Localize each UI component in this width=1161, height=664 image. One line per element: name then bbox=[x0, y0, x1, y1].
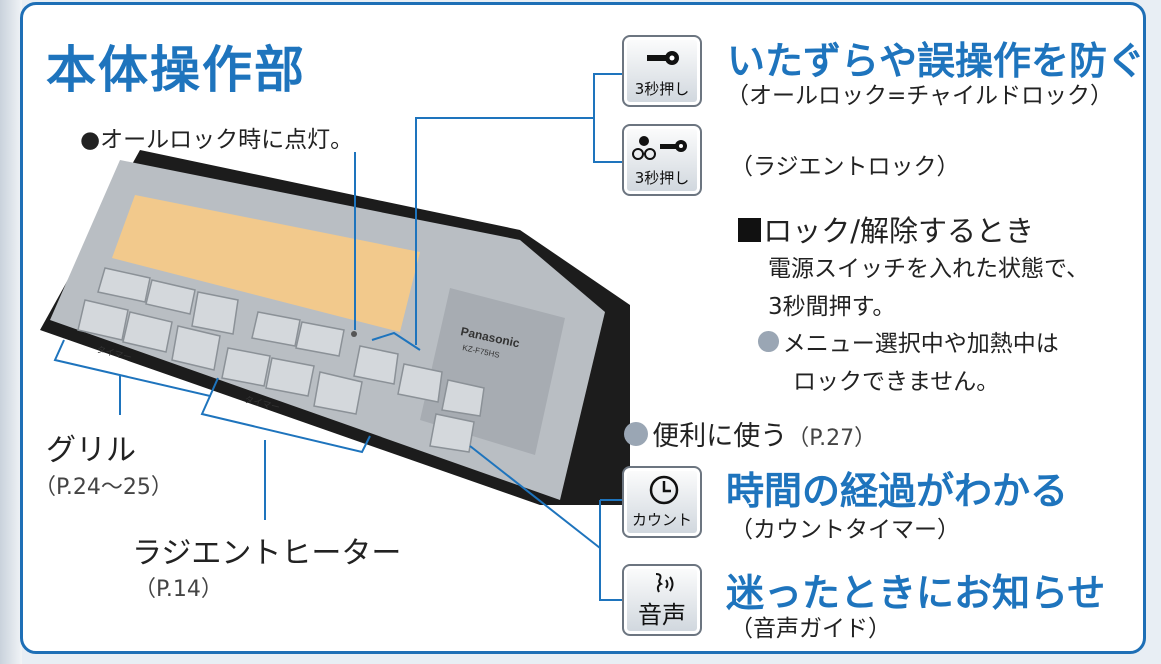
voice-bracket-line bbox=[599, 500, 622, 601]
all-lock-key bbox=[397, 363, 443, 403]
menu-key bbox=[191, 291, 239, 335]
lock-indicator-led bbox=[351, 331, 357, 337]
lock-section-heading-text: ロック/解除するとき bbox=[763, 214, 1034, 248]
count-button-label: カウント bbox=[631, 511, 692, 529]
convenient-ref: （P.27） bbox=[787, 426, 877, 451]
circle-bullet-icon bbox=[758, 331, 779, 353]
radiant-lock-button: 3秒押し bbox=[622, 124, 702, 196]
radiant-left-arrow-key bbox=[251, 311, 301, 347]
grill-bracket bbox=[53, 339, 219, 398]
voice-subtitle: （音声ガイド） bbox=[730, 616, 891, 642]
radiant-key-icon bbox=[632, 136, 687, 160]
page-title: 本体操作部 bbox=[46, 41, 306, 99]
circle-bullet-icon bbox=[624, 422, 649, 447]
lock-body-line-2: 3秒間押す。 bbox=[768, 294, 896, 320]
all-lock-button-label: 3秒押し bbox=[634, 80, 690, 98]
lock-body-line-1: 電源スイッチを入れた状態で、 bbox=[768, 256, 1090, 282]
grill-page-ref: （P.24〜25） bbox=[34, 475, 173, 500]
left-page-edge bbox=[0, 0, 22, 664]
convenient-heading: 便利に使う（P.27） bbox=[624, 414, 876, 453]
count-button: カウント bbox=[622, 466, 702, 538]
right-key-area bbox=[420, 288, 565, 455]
lock-section-body: 電源スイッチを入れた状態で、 3秒間押す。 bbox=[768, 250, 1089, 326]
lock-note-line-2: ロックできません。 bbox=[793, 369, 1000, 395]
speech-icon bbox=[655, 573, 674, 593]
lock-note-line-1: メニュー選択中や加熱中は bbox=[782, 331, 1059, 357]
lock-keys-bracket bbox=[371, 331, 421, 351]
square-bullet-icon bbox=[738, 218, 762, 242]
count-heading: 時間の経過がわかる bbox=[726, 469, 1069, 513]
count-voice-leader-line bbox=[469, 445, 601, 549]
radiant-timer-minus-key bbox=[221, 347, 271, 387]
radiant-lock-subtitle: （ラジエントロック） bbox=[730, 154, 960, 180]
voice-key bbox=[429, 413, 475, 453]
voice-heading: 迷ったときにお知らせ bbox=[726, 571, 1106, 615]
lock-section-heading: ロック/解除するとき bbox=[738, 208, 1034, 250]
radiant-label: ラジエントヒーター bbox=[132, 536, 402, 571]
all-lock-heading: いたずらや誤操作を防ぐ bbox=[727, 39, 1146, 83]
radiant-timer-plus-key bbox=[265, 357, 315, 397]
lock-note: メニュー選択中や加熱中は bbox=[758, 324, 1059, 358]
grill-timer-plus-key bbox=[122, 311, 173, 353]
convenient-label: 便利に使う bbox=[652, 421, 788, 452]
display-window bbox=[112, 195, 420, 332]
key-icon bbox=[647, 51, 679, 65]
radiant-onoff-key bbox=[313, 371, 363, 415]
count-key bbox=[441, 379, 485, 417]
grill-label: グリル bbox=[46, 433, 136, 468]
all-lock-button: 3秒押し bbox=[622, 35, 702, 107]
voice-button: 音声 bbox=[622, 564, 702, 636]
voice-button-label: 音声 bbox=[638, 601, 686, 629]
radiant-right-arrow-key bbox=[295, 321, 345, 357]
radiant-bracket bbox=[200, 395, 371, 454]
clock-icon bbox=[649, 475, 679, 505]
grill-left-arrow-key bbox=[97, 267, 151, 303]
radiant-lock-button-label: 3秒押し bbox=[634, 169, 690, 187]
grill-timer-minus-key bbox=[77, 299, 129, 341]
grill-onoff-key bbox=[171, 325, 221, 371]
radiant-page-ref: （P.14） bbox=[134, 577, 223, 602]
led-note: ●オールロック時に点灯。 bbox=[80, 127, 354, 153]
radiant-lock-leader-line bbox=[593, 118, 622, 163]
all-lock-subtitle: （オールロック=チャイルドロック） bbox=[726, 83, 1114, 109]
grill-right-arrow-key bbox=[145, 279, 196, 315]
radiant-lock-key bbox=[353, 345, 399, 385]
count-subtitle: （カウントタイマー） bbox=[730, 517, 960, 543]
